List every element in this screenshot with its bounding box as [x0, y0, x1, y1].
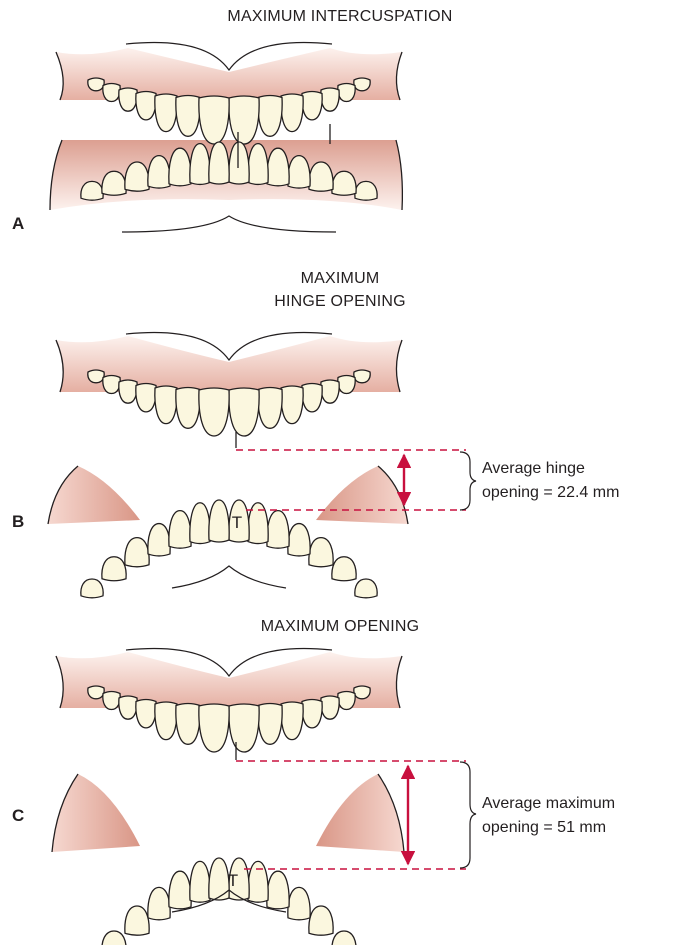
lower-tooth — [248, 144, 268, 185]
lower-tooth — [332, 931, 356, 945]
upper-tooth — [103, 84, 120, 102]
lower-tooth — [190, 861, 210, 902]
upper-tooth — [199, 704, 229, 752]
upper-tooth — [258, 704, 282, 745]
panel-b-drawing — [48, 332, 408, 597]
lower-tooth — [102, 931, 126, 945]
lower-tooth — [309, 538, 333, 567]
upper-tooth — [155, 702, 177, 740]
upper-tooth — [119, 696, 137, 719]
upper-tooth — [88, 370, 104, 383]
lower-tooth — [125, 906, 149, 935]
lower-tooth — [148, 156, 170, 188]
upper-tooth — [354, 78, 370, 91]
lower-tooth — [169, 148, 191, 186]
lower-tooth — [288, 887, 310, 919]
lower-tooth — [332, 171, 356, 195]
upper-tooth — [88, 78, 104, 91]
lower-tooth — [81, 181, 103, 200]
lower-tooth — [209, 858, 229, 900]
panel-c-tooth-mark: T — [228, 871, 238, 890]
upper-tooth — [176, 388, 200, 429]
lower-tooth — [102, 171, 126, 195]
panel-c-label-brace — [460, 762, 476, 868]
upper-tooth — [281, 702, 303, 740]
lower-tooth — [190, 144, 210, 185]
upper-tooth — [88, 686, 104, 699]
upper-tooth — [338, 84, 355, 102]
upper-tooth — [258, 388, 282, 429]
upper-tooth — [258, 96, 282, 137]
lower-gum-left — [48, 466, 140, 524]
lower-tooth — [81, 579, 103, 598]
upper-tooth — [176, 96, 200, 137]
upper-tooth — [229, 96, 259, 144]
upper-tooth — [136, 92, 156, 120]
lower-tooth — [125, 162, 149, 191]
lower-tooth — [309, 906, 333, 935]
lower-tooth — [332, 557, 356, 581]
lower-tooth — [102, 557, 126, 581]
panel-b-label-brace — [460, 452, 476, 510]
lower-gum-right — [316, 774, 404, 852]
lower-tooth — [267, 511, 289, 549]
upper-tooth — [155, 94, 177, 132]
upper-tooth — [338, 376, 355, 394]
upper-tooth — [338, 692, 355, 710]
upper-tooth — [302, 384, 322, 412]
lower-tooth — [169, 511, 191, 549]
panel-a-drawing — [50, 42, 402, 232]
lower-tooth — [267, 148, 289, 186]
lower-lip-line — [172, 566, 286, 588]
upper-tooth — [136, 384, 156, 412]
lower-tooth — [355, 579, 377, 598]
panel-c-drawing — [52, 648, 404, 945]
lower-tooth — [288, 524, 310, 556]
upper-tooth — [281, 386, 303, 424]
upper-tooth — [229, 704, 259, 752]
lower-tooth — [190, 503, 210, 544]
upper-tooth — [199, 96, 229, 144]
upper-tooth — [354, 370, 370, 383]
lower-tooth — [125, 538, 149, 567]
upper-tooth — [103, 692, 120, 710]
panel-b-teeth — [81, 370, 377, 598]
upper-tooth — [176, 704, 200, 745]
lower-tooth — [248, 503, 268, 544]
upper-tooth — [302, 700, 322, 728]
lower-gum-right — [316, 466, 408, 524]
lower-tooth — [248, 861, 268, 902]
lower-gum-left — [52, 774, 140, 852]
panel-b-tooth-mark: T — [232, 513, 242, 532]
lower-tooth — [288, 156, 310, 188]
upper-tooth — [199, 388, 229, 436]
upper-tooth — [281, 94, 303, 132]
lower-tooth — [209, 142, 229, 184]
upper-tooth — [321, 380, 339, 403]
lower-lip-line — [122, 216, 336, 232]
upper-tooth — [103, 376, 120, 394]
lower-tooth — [209, 500, 229, 542]
lower-tooth — [148, 887, 170, 919]
upper-tooth — [119, 380, 137, 403]
lower-tooth — [169, 871, 191, 909]
upper-tooth — [354, 686, 370, 699]
upper-tooth — [321, 696, 339, 719]
lower-tooth — [229, 142, 249, 184]
upper-tooth — [229, 388, 259, 436]
upper-tooth — [302, 92, 322, 120]
lower-tooth — [309, 162, 333, 191]
upper-tooth — [155, 386, 177, 424]
lower-tooth — [267, 871, 289, 909]
upper-tooth — [136, 700, 156, 728]
lower-tooth — [355, 181, 377, 200]
upper-tooth — [119, 88, 137, 111]
lower-tooth — [148, 524, 170, 556]
upper-tooth — [321, 88, 339, 111]
panel-c-teeth — [81, 686, 377, 945]
